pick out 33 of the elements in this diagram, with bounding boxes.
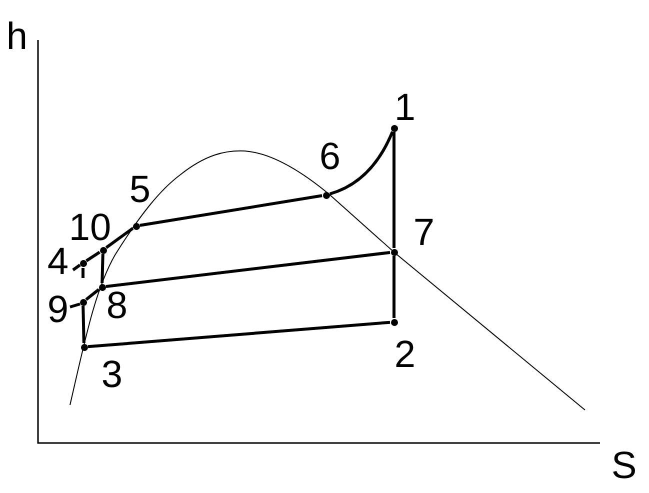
axis-label: h xyxy=(6,18,28,56)
state-point xyxy=(322,192,330,198)
process-line xyxy=(329,131,394,196)
state-point xyxy=(390,318,398,326)
process-line xyxy=(86,250,100,262)
process-line xyxy=(88,320,390,348)
state-point xyxy=(80,298,86,306)
state-point xyxy=(390,248,398,256)
process-line xyxy=(106,250,390,288)
process-line xyxy=(82,306,86,344)
point-label: 9 xyxy=(47,291,69,329)
state-point xyxy=(98,284,106,290)
state-point xyxy=(132,222,140,230)
axis-label: S xyxy=(611,447,637,485)
point-label: 1 xyxy=(394,89,416,127)
process-line xyxy=(392,256,396,318)
state-point xyxy=(80,344,88,350)
process-line xyxy=(140,194,322,227)
point-label: 4 xyxy=(47,243,69,281)
point-label: 8 xyxy=(106,287,128,325)
point-label: 7 xyxy=(413,214,435,252)
point-label: 6 xyxy=(319,138,341,176)
process-line xyxy=(392,132,396,248)
state-point xyxy=(80,260,86,266)
process-line xyxy=(100,254,104,284)
point-label: 3 xyxy=(101,356,123,394)
point-label: 2 xyxy=(394,336,416,374)
point-label: 5 xyxy=(129,171,151,209)
process-line xyxy=(85,288,100,301)
point-label: 10 xyxy=(68,209,112,247)
state-point xyxy=(100,246,106,254)
state-point xyxy=(390,124,398,132)
process-line xyxy=(105,227,134,249)
